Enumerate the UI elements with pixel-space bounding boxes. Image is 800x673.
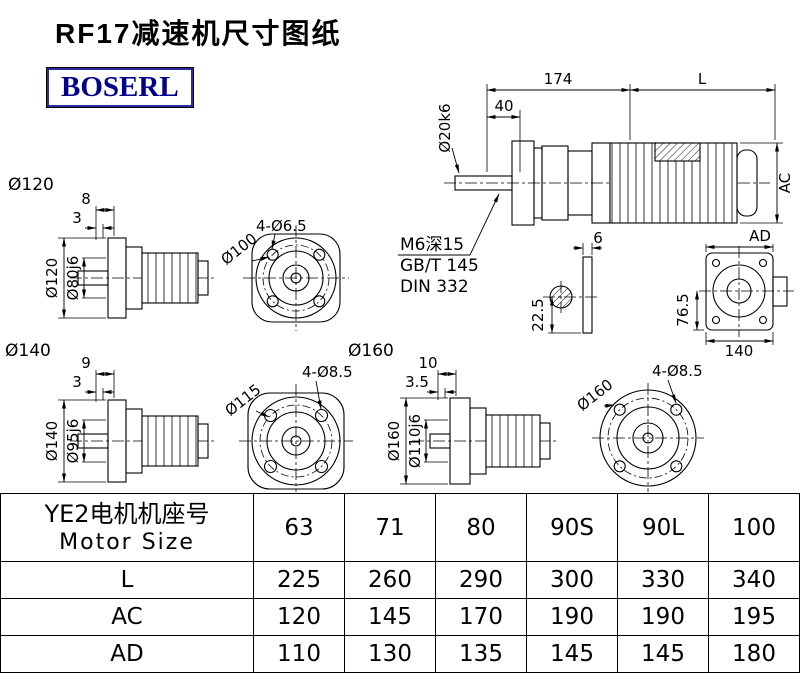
- flange-height-label: 76.5: [674, 293, 692, 326]
- row-label-L: L: [0, 561, 254, 599]
- shaft-key-detail: 6 22.5: [529, 229, 603, 334]
- flange160-title: Ø160: [348, 341, 394, 361]
- row-label-AC: AC: [0, 598, 254, 636]
- output-flange-view: AD 76.5 140: [674, 227, 794, 360]
- flange120-boltcircle-label: Ø100: [217, 230, 260, 269]
- flange160-views: Ø160 10 3.5 Ø160 Ø110j6: [348, 341, 704, 492]
- motor-size-100: 100: [708, 493, 800, 562]
- motor-size-header-cn: YE2电机机座号: [44, 499, 210, 528]
- flange120-dim-b: 3: [72, 209, 82, 227]
- dimension-table: YE2电机机座号 Motor Size 63 71 80 90S 90L 100…: [0, 493, 800, 673]
- note-m6: M6深15: [400, 235, 464, 255]
- table-row-AC: AC 120 145 170 190 190 195: [0, 598, 800, 636]
- motor-size-80: 80: [435, 493, 527, 562]
- flange-width-label: 140: [725, 342, 754, 360]
- flange140-boltcircle-label: Ø115: [221, 381, 264, 420]
- motor-size-63: 63: [253, 493, 345, 562]
- cell-AD-90L: 145: [617, 635, 709, 673]
- flange140-title: Ø140: [5, 341, 51, 361]
- cell-L-90L: 330: [617, 561, 709, 599]
- cell-AC-63: 120: [253, 598, 345, 636]
- flange140-views: Ø140 9 3 Ø140 Ø95j6: [5, 341, 353, 492]
- flange160-dim-b: 3.5: [405, 373, 429, 391]
- note-gbt: GB/T 145: [400, 256, 479, 276]
- flange140-outer-dia: Ø140: [43, 421, 61, 461]
- motor-size-90S: 90S: [526, 493, 618, 562]
- cell-L-100: 340: [708, 561, 800, 599]
- cell-L-63: 225: [253, 561, 345, 599]
- dim-174-label: 174: [544, 70, 573, 88]
- table-row-AD: AD 110 130 135 145 145 180: [0, 635, 800, 673]
- flange120-views: Ø120 8 3 Ø120 Ø80j6: [8, 175, 349, 331]
- flange140-spigot-dia: Ø95j6: [64, 419, 82, 464]
- technical-drawing: 174 L 40 Ø20k6 AC M6深15 GB/T 145 DIN 332: [5, 70, 794, 492]
- dim-AD-label: AD: [749, 227, 771, 245]
- cell-AD-63: 110: [253, 635, 345, 673]
- cell-AD-71: 130: [344, 635, 436, 673]
- brand-logo: BOSERL: [46, 67, 194, 108]
- flange160-holes-label: 4-Ø8.5: [652, 362, 703, 380]
- cell-AD-100: 180: [708, 635, 800, 673]
- flange160-spigot-dia: Ø110j6: [406, 414, 424, 468]
- assembly-side-view: 174 L 40 Ø20k6 AC: [436, 70, 794, 226]
- shaft-diameter-label: Ø20k6: [436, 103, 454, 152]
- flange140-holes-label: 4-Ø8.5: [302, 363, 353, 381]
- dim-L-label: L: [698, 70, 707, 88]
- page-title: RF17减速机尺寸图纸: [55, 18, 342, 49]
- cell-AD-90S: 145: [526, 635, 618, 673]
- motor-size-90L: 90L: [617, 493, 709, 562]
- flange120-outer-dia: Ø120: [43, 258, 61, 298]
- cell-AC-80: 170: [435, 598, 527, 636]
- cell-L-71: 260: [344, 561, 436, 599]
- flange160-outer-dia: Ø160: [385, 421, 403, 461]
- cell-AC-71: 145: [344, 598, 436, 636]
- table-row-L: L 225 260 290 300 330 340: [0, 561, 800, 599]
- note-din: DIN 332: [400, 277, 469, 297]
- motor-size-header-en: Motor Size: [59, 529, 195, 555]
- motor-size-71: 71: [344, 493, 436, 562]
- flange140-dim-a: 9: [81, 354, 91, 372]
- dim-40-label: 40: [494, 97, 513, 115]
- tapped-hole-notes: M6深15 GB/T 145 DIN 332: [398, 193, 500, 297]
- cell-AC-90L: 190: [617, 598, 709, 636]
- flange120-holes-label: 4-Ø6.5: [256, 217, 307, 235]
- flange120-dim-a: 8: [81, 190, 91, 208]
- cell-AC-100: 195: [708, 598, 800, 636]
- row-label-AD: AD: [0, 635, 254, 673]
- flange120-title: Ø120: [8, 175, 54, 195]
- flange120-spigot-dia: Ø80j6: [64, 256, 82, 301]
- dim-AC-label: AC: [776, 173, 794, 193]
- motor-size-header-cell: YE2电机机座号 Motor Size: [0, 493, 254, 562]
- key-depth-label: 22.5: [529, 298, 547, 331]
- key-width-label: 6: [593, 229, 603, 247]
- cell-L-80: 290: [435, 561, 527, 599]
- cell-AC-90S: 190: [526, 598, 618, 636]
- table-header-row: YE2电机机座号 Motor Size 63 71 80 90S 90L 100: [0, 493, 800, 562]
- cell-L-90S: 300: [526, 561, 618, 599]
- cell-AD-80: 135: [435, 635, 527, 673]
- flange140-dim-b: 3: [72, 373, 82, 391]
- flange160-dim-a: 10: [418, 354, 437, 372]
